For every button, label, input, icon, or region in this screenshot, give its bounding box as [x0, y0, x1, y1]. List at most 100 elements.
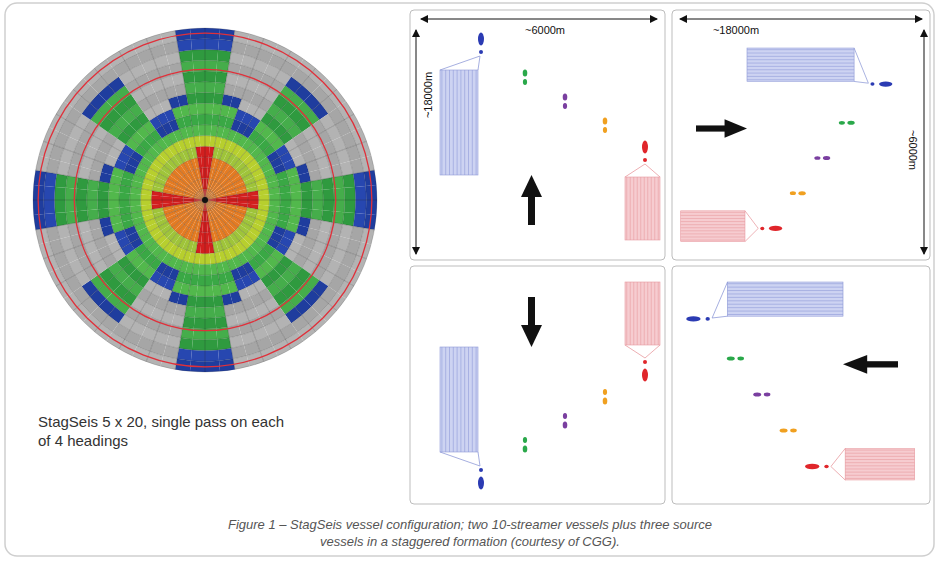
grid-ring [98, 93, 313, 308]
rose-cell [44, 186, 55, 200]
streamer-line [728, 293, 844, 294]
rose-cell [202, 168, 205, 179]
rose-cell [119, 193, 130, 201]
rose-cell [353, 172, 365, 187]
streamer-vessel [478, 477, 484, 490]
grid-ring [65, 60, 345, 340]
grid-ring [184, 179, 227, 222]
rose-cell [215, 316, 227, 328]
rose-cell [194, 318, 205, 329]
rose-cell [248, 195, 259, 200]
streamer-line [747, 59, 854, 60]
rose-cell [197, 103, 205, 114]
streamer-line [728, 283, 844, 284]
rose-cell [205, 318, 216, 329]
rose-cell [205, 221, 208, 232]
dimension-arrow [416, 30, 417, 254]
dimension-label: ~18000m [713, 24, 759, 36]
rose-cell [130, 193, 141, 200]
rose-cell [343, 174, 355, 188]
tow-line [712, 282, 727, 318]
rose-cell [199, 179, 203, 190]
streamer-line [637, 177, 638, 240]
rose-cell [162, 200, 173, 204]
rose-cell [198, 125, 205, 136]
rose-cell [199, 136, 205, 147]
rose-cell [44, 213, 56, 228]
streamer-line [640, 282, 641, 345]
rose-cell [353, 213, 365, 228]
rose-cell [197, 286, 205, 297]
rose-cell [184, 200, 195, 202]
rose-cell [205, 243, 210, 254]
streamer-line [728, 290, 844, 291]
grid-ring [55, 50, 356, 351]
streamer-line [681, 240, 745, 241]
streamer-line [445, 347, 446, 452]
streamer-line [472, 347, 473, 452]
grid-ring [141, 136, 270, 265]
streamer-line [845, 462, 914, 463]
rose-cell [199, 254, 205, 265]
rose-cell [192, 339, 205, 350]
rose-cell [323, 200, 334, 211]
streamer-line [637, 282, 638, 345]
rose-cell [54, 200, 65, 213]
heading-arrow [521, 325, 542, 347]
rose-cell [205, 103, 213, 114]
plot-label: StagSeis 5 x 20, single pass on each of … [38, 412, 288, 450]
rose-cell [54, 187, 65, 200]
source-vessel [563, 421, 568, 428]
streamer-line [626, 282, 627, 345]
rose-cell [216, 198, 227, 200]
grid-ring [33, 28, 377, 372]
rose-cell [205, 136, 211, 147]
streamer-vessel [769, 226, 782, 231]
offset-ring [74, 69, 335, 330]
rose-cell [205, 275, 213, 286]
rose-cell [198, 114, 206, 125]
tow-line [625, 345, 660, 358]
rose-cell [201, 157, 205, 168]
rose-cell [108, 200, 119, 208]
rose-cell [205, 114, 213, 125]
streamer-line [728, 311, 844, 312]
rose-cell [344, 200, 355, 213]
rose-cell [312, 200, 323, 210]
source-array [764, 393, 771, 397]
heading-arrow [696, 125, 727, 131]
source-vessel [823, 156, 830, 160]
rose-cell [183, 71, 195, 83]
rose-cell [55, 212, 67, 226]
streamer-vessel [478, 33, 484, 46]
streamer-line [453, 70, 454, 175]
source-array [870, 82, 874, 86]
streamer-line [845, 453, 914, 454]
dimension-label: ~18000m [422, 72, 434, 118]
rose-cell [119, 207, 131, 215]
grid-ring [151, 146, 259, 254]
source-vessel [753, 392, 761, 396]
rose-cell [203, 179, 205, 190]
rose-cell [177, 39, 192, 51]
rose-cell [321, 210, 333, 222]
streamer-vessel [642, 141, 648, 154]
streamer-line [728, 300, 844, 301]
rose-cell [205, 286, 213, 297]
rose-cell [205, 93, 214, 104]
streamer-line [845, 472, 914, 473]
streamer-line [644, 177, 645, 240]
vessel-formation [686, 282, 914, 480]
rose-cell [217, 50, 231, 62]
streamer-vessel [686, 316, 700, 321]
heading-arrow [725, 119, 747, 137]
streamer-line [472, 70, 473, 175]
source-array [824, 465, 828, 469]
vessel-formation [440, 282, 660, 490]
rose-cell [184, 201, 195, 204]
rose-cell [355, 200, 366, 214]
rose-cell [205, 82, 215, 93]
source-array [479, 50, 483, 54]
streamer-line [747, 49, 854, 50]
streamer-line [647, 282, 648, 345]
